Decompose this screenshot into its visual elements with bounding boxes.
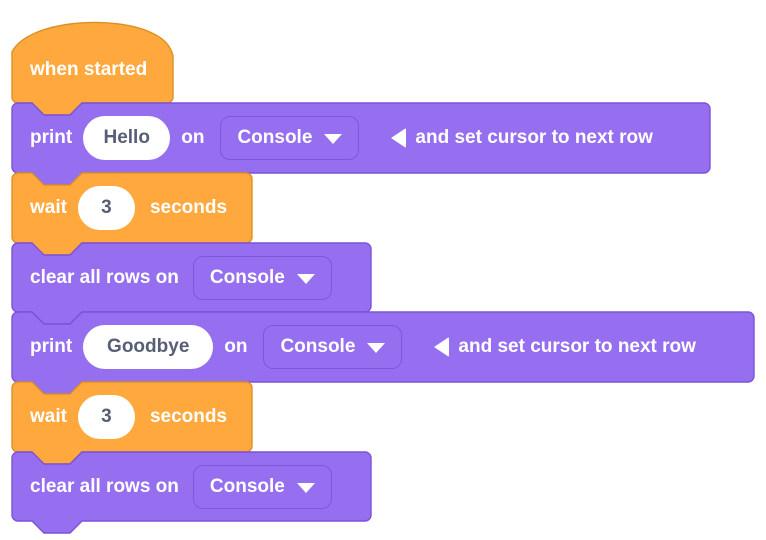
- stack-block-shape: [11, 451, 372, 534]
- block-clear-rows[interactable]: clear all rows on Console: [11, 242, 372, 325]
- print-value-input[interactable]: Hello: [83, 116, 171, 160]
- print-value-input[interactable]: Goodbye: [83, 325, 214, 369]
- block-wait-seconds[interactable]: wait 3 seconds: [11, 172, 253, 256]
- clear-rows-label: clear all rows on: [30, 475, 179, 497]
- dropdown-value: Console: [237, 127, 313, 148]
- dropdown-value: Console: [209, 475, 285, 497]
- suffix-label: and set cursor to next row: [458, 336, 696, 357]
- wait-value-input[interactable]: 3: [77, 186, 135, 230]
- chevron-down-icon: [367, 343, 386, 353]
- wait-label: wait: [30, 406, 67, 427]
- clear-rows-label: clear all rows on: [30, 266, 179, 288]
- print-label: print: [30, 127, 73, 148]
- on-label: on: [224, 336, 248, 357]
- block-print-hello[interactable]: print Hello on Console and set cursor to…: [11, 102, 711, 186]
- stack-block-shape: [11, 102, 711, 186]
- collapse-left-triangle-icon[interactable]: [391, 128, 407, 148]
- on-label: on: [181, 127, 205, 148]
- block-clear-rows[interactable]: clear all rows on Console: [11, 451, 372, 534]
- wait-value-input[interactable]: 3: [77, 395, 135, 439]
- block-wait-seconds[interactable]: wait 3 seconds: [11, 381, 253, 465]
- collapse-left-triangle-icon[interactable]: [434, 337, 450, 357]
- block-when-started[interactable]: when started: [11, 14, 174, 116]
- chevron-down-icon: [324, 134, 343, 144]
- print-label: print: [30, 336, 73, 357]
- chevron-down-icon: [296, 482, 315, 493]
- dropdown-value: Console: [280, 336, 356, 357]
- console-dropdown[interactable]: Console: [220, 116, 360, 160]
- dropdown-value: Console: [209, 266, 285, 288]
- seconds-label: seconds: [149, 406, 228, 427]
- console-dropdown[interactable]: Console: [192, 255, 332, 300]
- wait-label: wait: [30, 197, 67, 218]
- console-dropdown[interactable]: Console: [192, 464, 332, 509]
- hat-label: when started: [30, 59, 148, 80]
- suffix-label: and set cursor to next row: [415, 127, 653, 148]
- chevron-down-icon: [296, 273, 315, 284]
- console-dropdown[interactable]: Console: [263, 325, 403, 369]
- block-print-goodbye[interactable]: print Goodbye on Console and set cursor …: [11, 311, 755, 395]
- seconds-label: seconds: [149, 197, 228, 218]
